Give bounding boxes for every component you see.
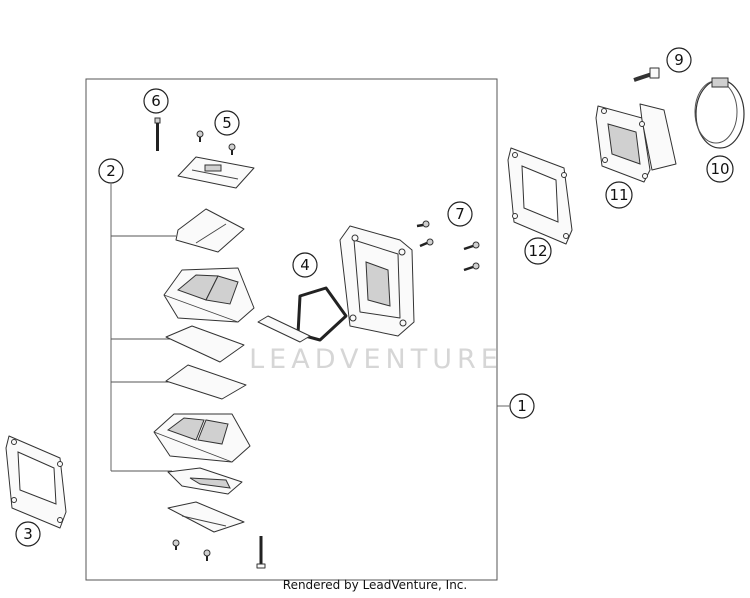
reed-petal-upper	[175, 208, 245, 253]
reed-block-lower	[153, 413, 251, 463]
svg-text:11: 11	[609, 186, 628, 204]
callout-11: 11	[605, 181, 633, 209]
callout-7: 7	[447, 201, 473, 227]
callout-3: 3	[15, 521, 41, 547]
callout-9: 9	[666, 47, 692, 73]
svg-text:3: 3	[23, 525, 33, 543]
hose-clamp-part-10	[694, 77, 745, 149]
reed-petal-upper-split	[195, 223, 227, 244]
callout-1: 1	[509, 393, 535, 419]
gasket-part-3	[5, 435, 67, 529]
svg-text:5: 5	[222, 114, 232, 132]
watermark-text: LEADVENTURE	[249, 344, 503, 375]
svg-text:7: 7	[455, 205, 465, 223]
bolt-part-9	[633, 67, 660, 82]
svg-text:4: 4	[300, 256, 310, 274]
intake-flange-part-11	[595, 103, 677, 183]
stop-plate-bottom	[167, 501, 245, 533]
reed-petal-middle-1	[165, 325, 245, 363]
screws-part-7	[416, 220, 480, 272]
callout-12: 12	[524, 237, 552, 265]
callout-10: 10	[706, 155, 734, 183]
callout-4: 4	[292, 252, 318, 278]
svg-text:9: 9	[674, 51, 684, 69]
long-screw-part-6	[154, 117, 161, 151]
svg-text:10: 10	[710, 160, 729, 178]
small-screws-part-5	[196, 130, 236, 155]
reed-petal-lower-shade	[189, 477, 231, 489]
svg-text:6: 6	[151, 92, 161, 110]
callout-6: 6	[143, 88, 169, 114]
svg-text:1: 1	[517, 397, 527, 415]
gasket-part-12	[507, 147, 573, 245]
leader-part-2	[110, 184, 176, 472]
bottom-screws	[172, 536, 266, 569]
reed-housing	[339, 225, 415, 337]
reed-petal-middle-2	[165, 364, 247, 400]
seal-ring-part-4	[257, 286, 348, 343]
footer-credit: Rendered by LeadVenture, Inc.	[282, 578, 468, 592]
svg-text:12: 12	[528, 242, 547, 260]
assembly-frame	[85, 78, 498, 581]
stop-plate-top	[177, 156, 255, 189]
reed-block-upper	[163, 267, 255, 323]
svg-text:2: 2	[106, 162, 116, 180]
callout-2: 2	[98, 158, 124, 184]
callout-5: 5	[214, 110, 240, 136]
